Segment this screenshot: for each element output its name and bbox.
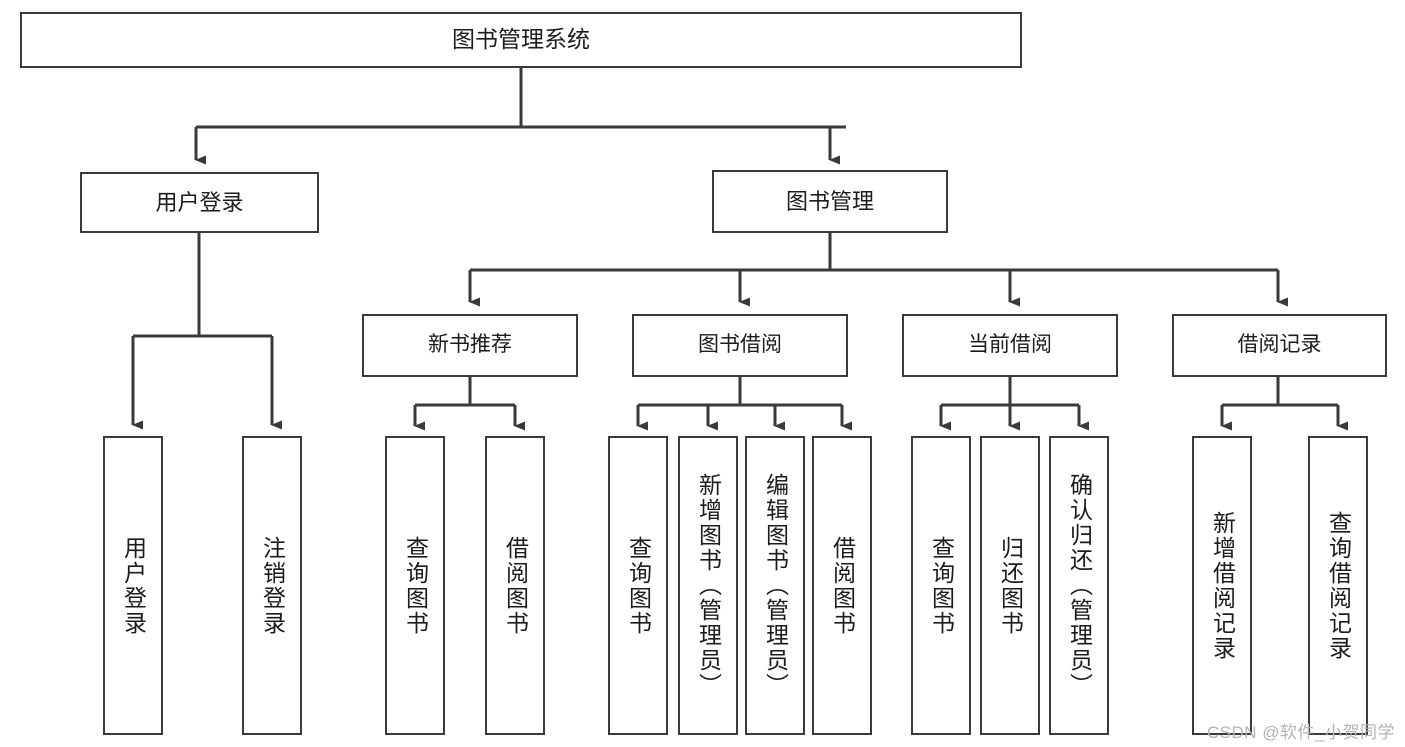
node-leaf-query-record-label: 查询借阅记录 <box>1325 510 1352 661</box>
node-current-borrow[interactable]: 当前借阅 <box>902 314 1118 377</box>
node-book-borrow[interactable]: 图书借阅 <box>632 314 848 377</box>
node-book-management-label: 图书管理 <box>785 188 874 214</box>
node-leaf-query-book-3-label: 查询图书 <box>928 535 955 636</box>
node-new-book-recommend-label: 新书推荐 <box>428 333 512 357</box>
node-leaf-borrow-book-1[interactable]: 借阅图书 <box>485 436 545 735</box>
node-leaf-query-book-2[interactable]: 查询图书 <box>608 436 668 735</box>
node-book-borrow-label: 图书借阅 <box>698 333 782 357</box>
node-leaf-edit-book-label: 编辑图书（管理员） <box>762 473 789 698</box>
node-leaf-user-login-label: 用户登录 <box>120 535 147 636</box>
node-book-management[interactable]: 图书管理 <box>712 170 948 233</box>
node-leaf-return-book[interactable]: 归还图书 <box>980 436 1040 735</box>
node-leaf-borrow-book-2[interactable]: 借阅图书 <box>812 436 872 735</box>
node-leaf-edit-book[interactable]: 编辑图书（管理员） <box>745 436 805 735</box>
node-borrow-record-label: 借阅记录 <box>1237 333 1322 357</box>
node-current-borrow-label: 当前借阅 <box>968 333 1052 357</box>
node-leaf-query-book-1-label: 查询图书 <box>402 535 429 636</box>
node-leaf-confirm-return-label: 确认归还（管理员） <box>1066 473 1093 698</box>
node-leaf-add-record-label: 新增借阅记录 <box>1209 510 1236 661</box>
node-user-login[interactable]: 用户登录 <box>80 172 319 233</box>
node-leaf-add-book[interactable]: 新增图书（管理员） <box>678 436 738 735</box>
node-leaf-query-book-2-label: 查询图书 <box>625 535 652 636</box>
node-leaf-user-login[interactable]: 用户登录 <box>103 436 163 735</box>
node-leaf-query-book-3[interactable]: 查询图书 <box>911 436 971 735</box>
node-root-system-label: 图书管理系统 <box>452 26 590 53</box>
node-leaf-query-record[interactable]: 查询借阅记录 <box>1308 436 1368 735</box>
node-leaf-confirm-return[interactable]: 确认归还（管理员） <box>1049 436 1109 735</box>
node-leaf-borrow-book-2-label: 借阅图书 <box>829 535 856 636</box>
node-leaf-return-book-label: 归还图书 <box>997 535 1024 636</box>
node-leaf-add-book-label: 新增图书（管理员） <box>695 473 722 698</box>
node-root-system[interactable]: 图书管理系统 <box>20 12 1022 68</box>
node-leaf-add-record[interactable]: 新增借阅记录 <box>1192 436 1252 735</box>
node-leaf-borrow-book-1-label: 借阅图书 <box>502 535 529 636</box>
node-user-login-label: 用户登录 <box>155 189 244 215</box>
node-borrow-record[interactable]: 借阅记录 <box>1172 314 1387 377</box>
node-leaf-logout-login[interactable]: 注销登录 <box>242 436 302 735</box>
node-new-book-recommend[interactable]: 新书推荐 <box>362 314 578 377</box>
node-leaf-logout-login-label: 注销登录 <box>259 535 286 636</box>
node-leaf-query-book-1[interactable]: 查询图书 <box>385 436 445 735</box>
